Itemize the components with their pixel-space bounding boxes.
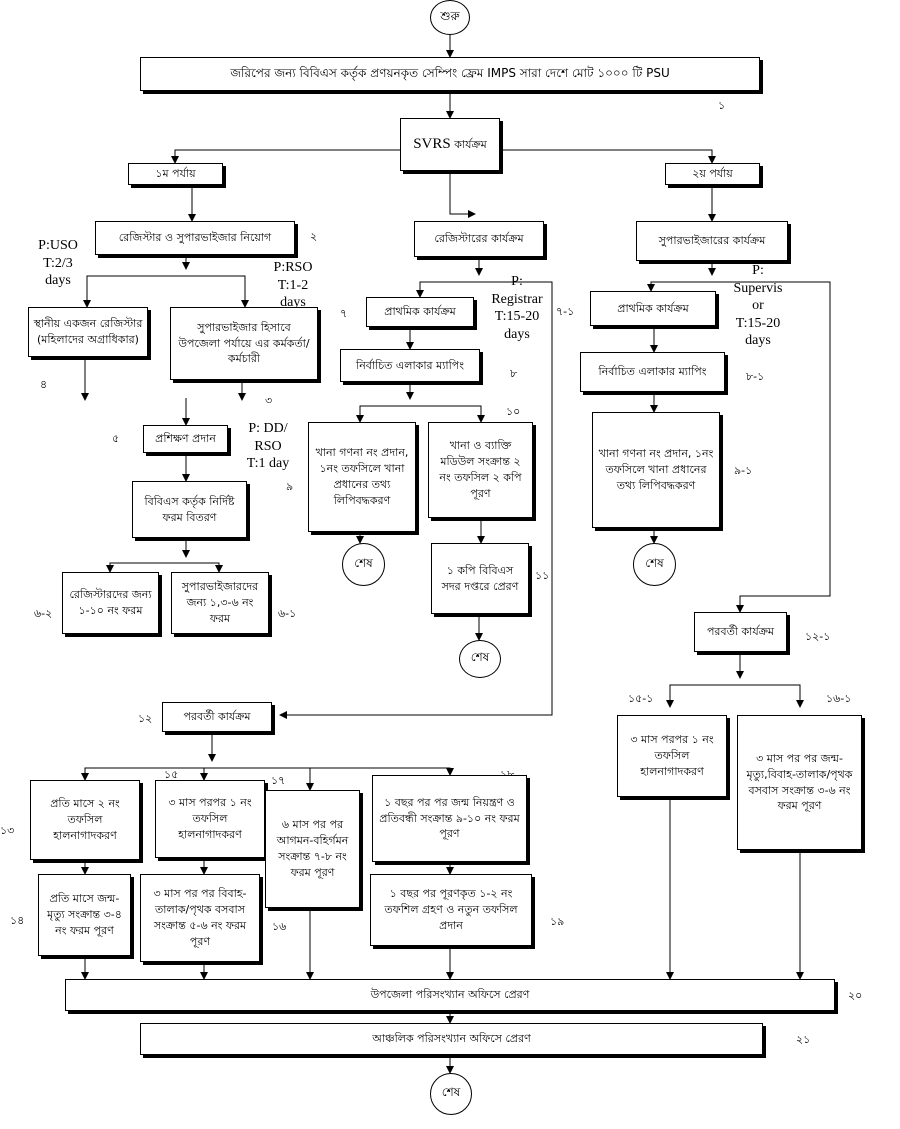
step-11: ১১ — [535, 569, 550, 582]
quarterly-update-right-box: ৩ মাস পরপর ১ নং তফসিল হালনাগাদকরণ — [617, 715, 727, 797]
next-program-right-box: পরবর্তী কার্যক্রম — [694, 612, 787, 652]
regional-office-box: আঞ্চলিক পরিসংখ্যান অফিসে প্রেরণ — [140, 1023, 763, 1055]
step-21: ২১ — [796, 1033, 811, 1046]
step-2: ২ — [310, 230, 318, 243]
svrs-program-box: SVRS কার্যক্রম — [400, 118, 500, 171]
end-node-registrar-2: শেষ — [459, 640, 501, 678]
training-box: প্রশিক্ষণ প্রদান — [143, 425, 228, 453]
forms-supervisor-box: সুপারভাইজারদের জন্য ১,৩-৬ নং ফরম — [171, 572, 269, 634]
step-15: ১৫ — [164, 768, 179, 781]
monthly-update-box: প্রতি মাসে ২ নং তফসিল হালনাগাদকরণ — [30, 780, 140, 860]
forms-distribution-box: বিবিএস কর্তৃক নির্দিষ্ট ফরম বিতরণ — [132, 481, 247, 538]
local-registrar-box: স্থানীয় একজন রেজিস্টার (মহিলাদের অগ্রাধ… — [28, 307, 148, 357]
supervisor-program-box: সুপারভাইজারের কার্যক্রম — [636, 221, 788, 261]
start-node: শুরু — [430, 0, 470, 35]
step-16-1: ১৬-১ — [826, 692, 852, 705]
step-1: ১ — [718, 99, 726, 112]
note-uso: P:USO T:2/3 days — [38, 238, 78, 288]
note-rso: P:RSO T:1-2 days — [273, 260, 313, 310]
phase-1-box: ১ম পর্যায় — [128, 163, 223, 185]
step-6-2: ৬-২ — [34, 607, 53, 620]
step-8: ৮ — [510, 367, 518, 380]
step-12-1: ১২-১ — [805, 630, 831, 643]
registrar-mapping-box: নির্বাচিত এলাকার ম্যাপিং — [340, 349, 480, 382]
step-9: ৯ — [286, 480, 294, 493]
sampling-frame-text: জরিপের জন্য বিবিএস কর্তৃক প্রণয়নকৃত সেম… — [230, 66, 670, 81]
quarterly-marriage-box: ৩ মাস পর পর বিবাহ-তালাক/পৃথক বসবাস সংক্র… — [140, 874, 260, 962]
step-5: ৫ — [112, 432, 120, 445]
step-7-1: ৭-১ — [556, 305, 575, 318]
supervisor-primary-box: প্রাথমিক কার্যক্রম — [590, 291, 716, 326]
registrar-primary-box: প্রাথমিক কার্যক্রম — [366, 297, 474, 327]
quarterly-forms-right-box: ৩ মাস পর পর জন্ম-মৃত্যু,বিবাহ-তালাক/পৃথক… — [737, 715, 862, 850]
note-registrar: P: Registrar T:15-20 days — [491, 274, 543, 342]
supervisor-mapping-box: নির্বাচিত এলাকার ম্যাপিং — [580, 352, 725, 392]
step-16: ১৬ — [272, 920, 287, 933]
sampling-frame-box: জরিপের জন্য বিবিএস কর্তৃক প্রণয়নকৃত সেম… — [140, 57, 760, 91]
step-10: ১০ — [506, 405, 521, 418]
monthly-birth-death-box: প্রতি মাসে জন্ম-মৃত্যু সংক্রান্ত ৩-৪ নং … — [38, 874, 131, 956]
step-13: ১৩ — [0, 824, 15, 837]
six-month-migration-box: ৬ মাস পর পর আগমন-বহির্গমন সংক্রান্ত ৭-৮ … — [265, 790, 360, 908]
copy-send-box: ১ কপি বিবিএস সদর দপ্তরে প্রেরণ — [431, 543, 529, 614]
step-7: ৭ — [340, 307, 348, 320]
step-14: ১৪ — [10, 914, 25, 927]
supervisor-house-numbering-box: খানা গণনা নং প্রদান, ১নং তফসিলে খানা প্র… — [592, 412, 720, 528]
next-program-left-box: পরবর্তী কার্যক্রম — [162, 702, 272, 732]
step-19: ১৯ — [550, 915, 565, 928]
step-9-1: ৯-১ — [734, 464, 753, 477]
end-node-final: শেষ — [430, 1073, 472, 1115]
appointment-box: রেজিস্টার ও সুপারভাইজার নিয়োগ — [95, 221, 295, 255]
step-3: ৩ — [265, 394, 273, 407]
end-node-registrar-1: শেষ — [342, 543, 385, 586]
supervisor-officer-box: সুপারভাইজার হিসাবে উপজেলা পর্যায়ে এর কর… — [170, 307, 318, 380]
svrs-program-label: SVRS কার্যক্রম — [413, 135, 487, 152]
note-supervisor: P: Supervis or T:15-20 days — [733, 263, 783, 348]
phase-2-box: ২য় পর্যায় — [665, 163, 760, 185]
step-17: ১৭ — [271, 774, 286, 787]
yearly-collect-box: ১ বছর পর পূরণকৃত ১-২ নং তফশিল গ্রহণ ও নত… — [370, 874, 532, 946]
registrar-program-box: রেজিস্টারের কার্যক্রম — [414, 221, 544, 257]
registrar-module-box: খানা ও ব্যাক্তি মডিউল সংক্রান্ত ২ নং তফস… — [428, 422, 533, 518]
upazila-office-box: উপজেলা পরিসংখ্যান অফিসে প্রেরণ — [65, 979, 835, 1011]
step-15-1: ১৫-১ — [628, 692, 654, 705]
step-20: ২০ — [848, 989, 863, 1002]
step-8-1: ৮-১ — [746, 370, 765, 383]
step-4: ৪ — [40, 378, 48, 391]
yearly-contraception-box: ১ বছর পর পর জন্ম নিয়ন্ত্রণ ও প্রতিবন্ধী… — [372, 775, 527, 862]
note-dd: P: DD/ RSO T:1 day — [246, 421, 290, 471]
end-node-supervisor: শেষ — [633, 543, 676, 586]
quarterly-update-box: ৩ মাস পরপর ১ নং তফসিল হালনাগাদকরণ — [155, 780, 265, 858]
step-6-1: ৬-১ — [278, 607, 297, 620]
forms-registrar-box: রেজিস্টারদের জন্য ১-১০ নং ফরম — [62, 572, 159, 634]
registrar-house-numbering-box: খানা গণনা নং প্রদান, ১নং তফসিলে খানা প্র… — [308, 422, 416, 532]
step-12: ১২ — [138, 712, 153, 725]
